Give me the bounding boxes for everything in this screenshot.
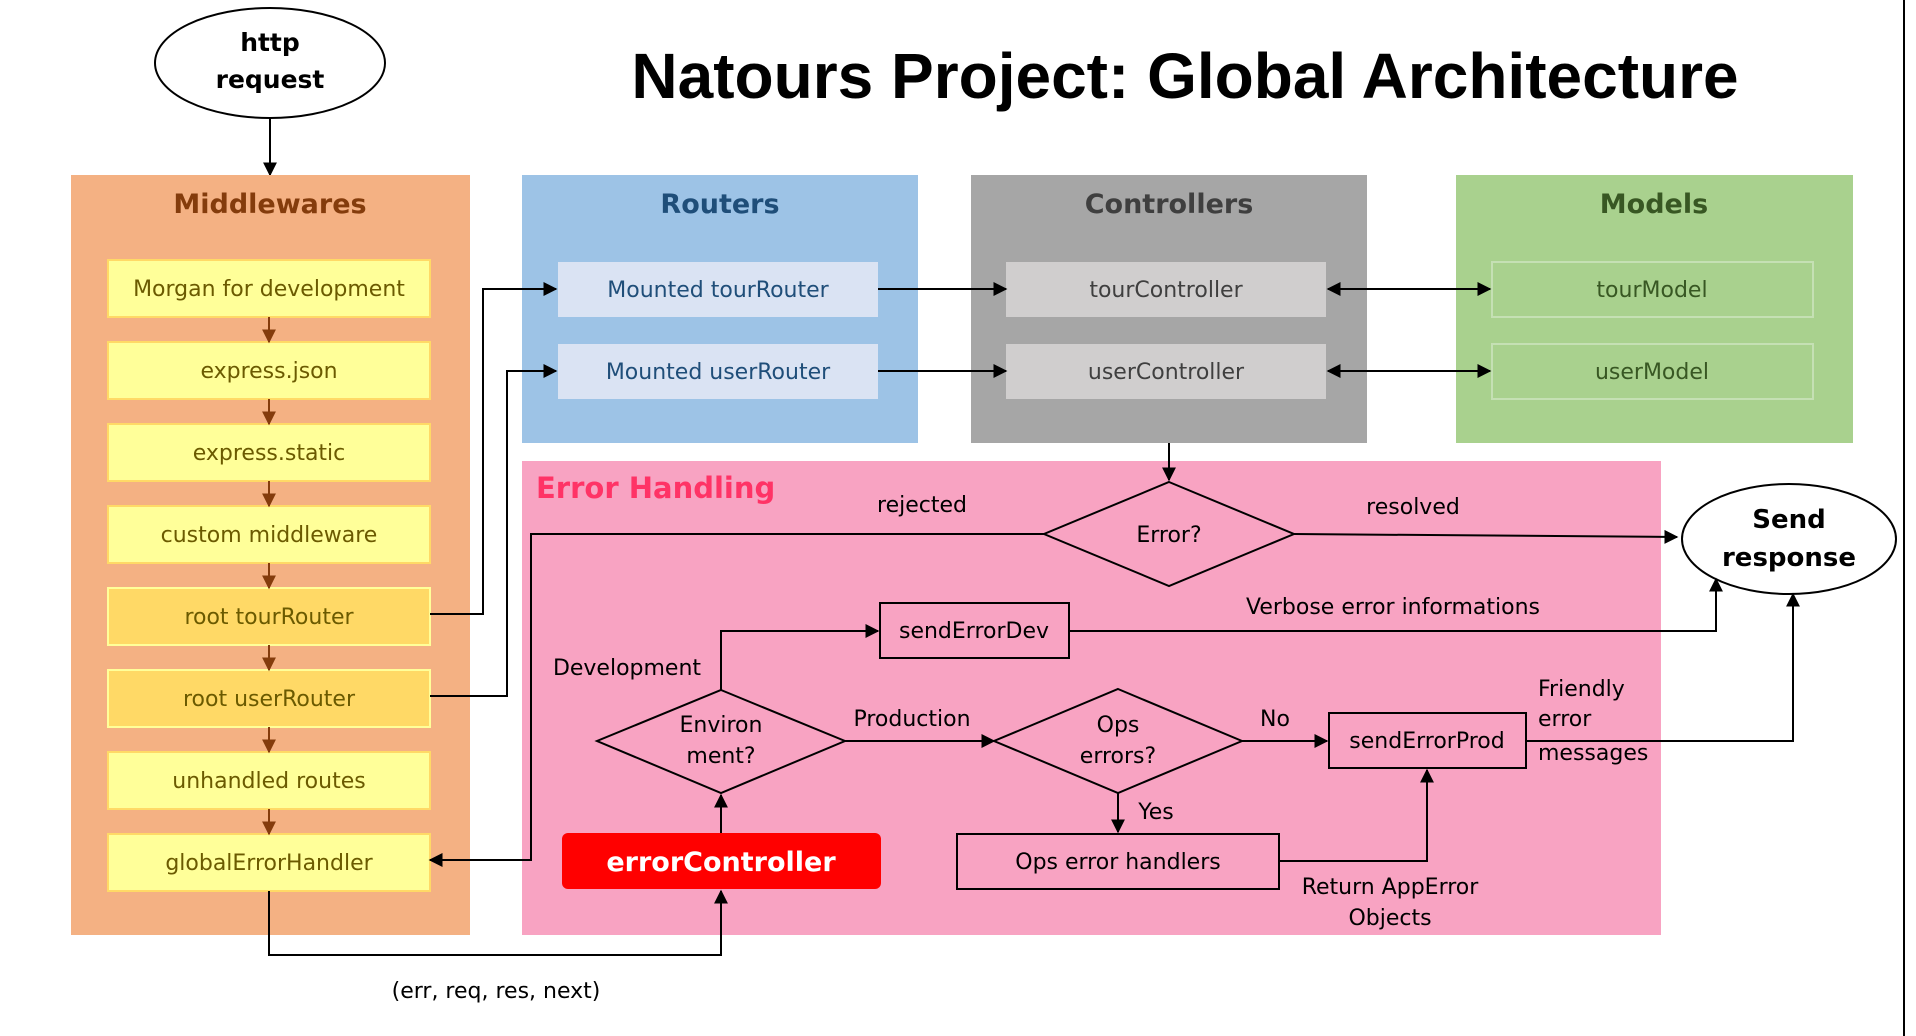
http-request-node: http request (154, 7, 386, 119)
model-label: tourModel (1596, 278, 1707, 303)
error-decision-label: Error? (1136, 523, 1201, 548)
ops-errors-decision: Ops errors? (991, 687, 1245, 795)
controller-user: userController (1006, 344, 1326, 399)
http-request-label-line2: request (216, 65, 325, 94)
send-error-prod-label: sendErrorProd (1349, 729, 1504, 754)
middlewares-panel: Middlewares Morgan for development expre… (71, 175, 470, 935)
router-user: Mounted userRouter (558, 344, 878, 399)
verbose-label: Verbose error informations (1246, 595, 1540, 620)
routers-heading: Routers (660, 189, 779, 220)
controllers-panel: Controllers tourController userControlle… (971, 175, 1367, 443)
model-label: userModel (1595, 360, 1709, 385)
environment-decision-line1: Environ (680, 713, 763, 738)
ops-errors-line1: Ops (1097, 713, 1140, 738)
friendly-messages-arrow (1526, 592, 1800, 742)
router-label: Mounted userRouter (606, 360, 831, 385)
middleware-label: express.json (200, 359, 337, 384)
model-tour: tourModel (1491, 261, 1814, 318)
page-title: Natours Project: Global Architecture (631, 40, 1738, 112)
controller-label: userController (1088, 360, 1245, 385)
return-app-error-arrow (1279, 768, 1434, 862)
ops-errors-line2: errors? (1080, 744, 1156, 769)
root-user-router-connector (430, 364, 558, 697)
send-response-label-line2: response (1722, 543, 1856, 573)
model-user: userModel (1491, 343, 1814, 400)
error-handling-heading: Error Handling (536, 471, 775, 505)
environment-decision: Environ ment? (594, 688, 848, 795)
middleware-global-error-handler: globalErrorHandler (107, 833, 431, 892)
middlewares-heading: Middlewares (173, 189, 366, 220)
friendly-line3: messages (1538, 741, 1648, 766)
ops-error-handlers-box: Ops error handlers (956, 833, 1280, 890)
middleware-unhandled-routes: unhandled routes (107, 751, 431, 810)
no-label: No (1260, 707, 1290, 732)
send-response-node: Send response (1681, 483, 1897, 595)
return-app-error-line2: Objects (1348, 906, 1431, 931)
controllers-heading: Controllers (1085, 189, 1254, 220)
error-controller-box: errorController (562, 833, 881, 889)
error-decision: Error? (1041, 480, 1297, 588)
routers-panel: Routers Mounted tourRouter Mounted userR… (522, 175, 918, 443)
global-error-handler-to-controller-arrow (268, 889, 728, 956)
send-response-label-line1: Send (1752, 505, 1825, 535)
production-label: Production (853, 707, 970, 732)
error-controller-label: errorController (606, 847, 836, 878)
controller-tour: tourController (1006, 262, 1326, 317)
middleware-label: custom middleware (161, 523, 378, 548)
resolved-label: resolved (1366, 495, 1460, 520)
middleware-label: root userRouter (183, 687, 356, 712)
yes-label: Yes (1137, 800, 1174, 825)
rejected-label: rejected (877, 493, 967, 518)
middleware-morgan: Morgan for development (107, 259, 431, 318)
router-label: Mounted tourRouter (607, 278, 829, 303)
controller-label: tourController (1089, 278, 1243, 303)
middleware-label: root tourRouter (184, 605, 354, 630)
environment-decision-line2: ment? (686, 744, 755, 769)
middleware-label: Morgan for development (133, 277, 405, 302)
middleware-root-tour-router: root tourRouter (107, 587, 431, 646)
verbose-arrow (1069, 577, 1723, 632)
models-panel: Models tourModel userModel (1456, 175, 1853, 443)
friendly-line2: error (1538, 707, 1592, 732)
router-tour: Mounted tourRouter (558, 262, 878, 317)
friendly-line1: Friendly (1538, 677, 1625, 702)
middleware-label: unhandled routes (172, 769, 365, 794)
middleware-express-static: express.static (107, 423, 431, 482)
middleware-label: express.static (193, 441, 346, 466)
root-tour-router-connector (430, 282, 558, 615)
rejected-arrow (428, 533, 1044, 867)
models-heading: Models (1600, 189, 1708, 220)
middleware-root-user-router: root userRouter (107, 669, 431, 728)
development-label: Development (553, 656, 701, 681)
resolved-arrow (1293, 529, 1679, 544)
return-app-error-line1: Return AppError (1302, 875, 1480, 900)
middleware-express-json: express.json (107, 341, 431, 400)
middleware-label: globalErrorHandler (165, 851, 373, 876)
signature-label: (err, req, res, next) (392, 979, 601, 1004)
send-error-prod-box: sendErrorProd (1328, 712, 1527, 769)
development-arrow (720, 624, 880, 690)
send-error-dev-label: sendErrorDev (899, 619, 1049, 644)
ops-error-handlers-label: Ops error handlers (1015, 850, 1220, 875)
http-request-label-line1: http (240, 28, 300, 57)
middleware-custom: custom middleware (107, 505, 431, 564)
send-error-dev-box: sendErrorDev (879, 602, 1070, 659)
